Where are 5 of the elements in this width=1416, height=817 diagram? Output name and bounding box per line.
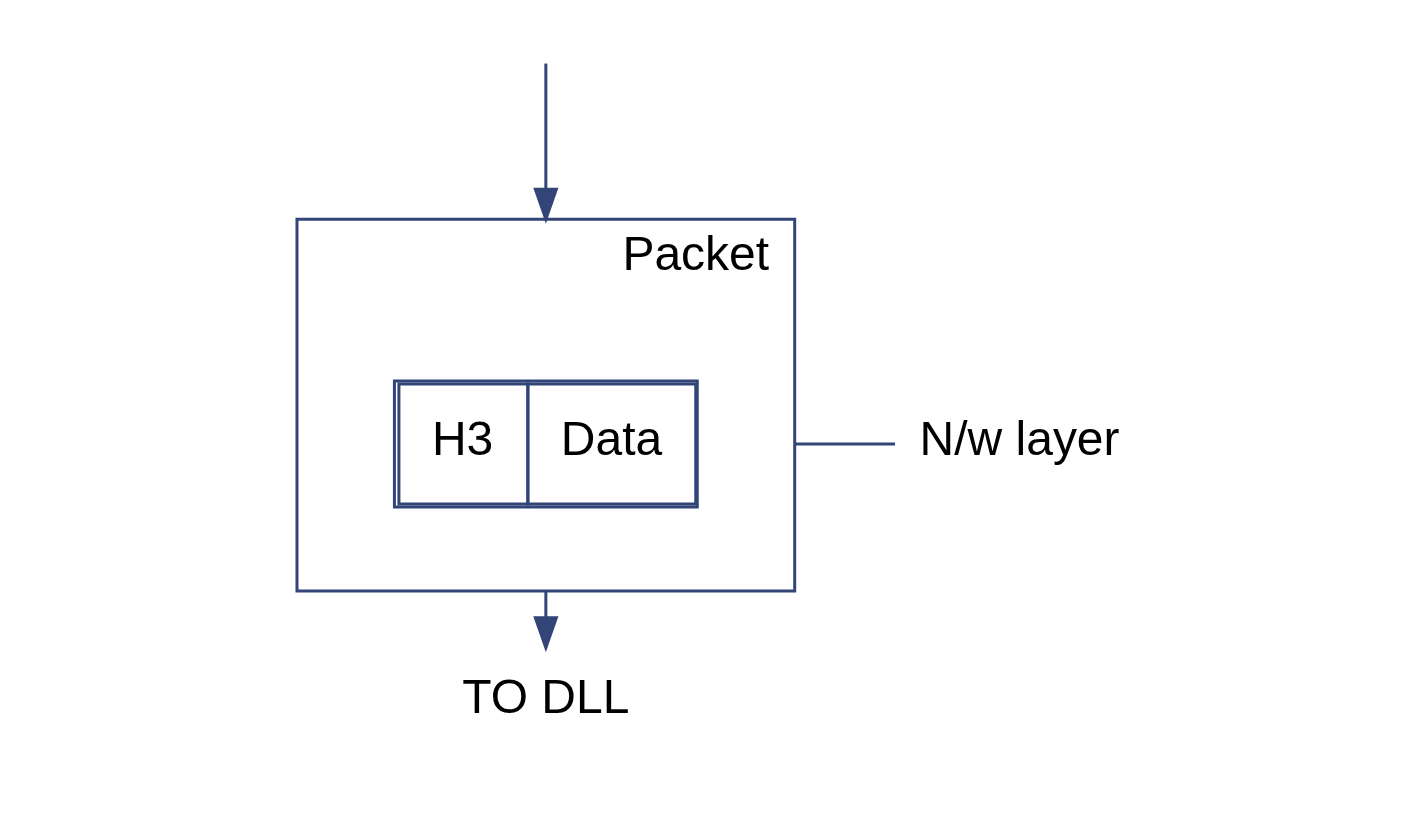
node-text: N/w layer [919, 412, 1120, 466]
node-text: TO DLL [461, 670, 629, 724]
arrow [532, 63, 558, 224]
arrow [532, 591, 558, 653]
connector [794, 442, 895, 446]
